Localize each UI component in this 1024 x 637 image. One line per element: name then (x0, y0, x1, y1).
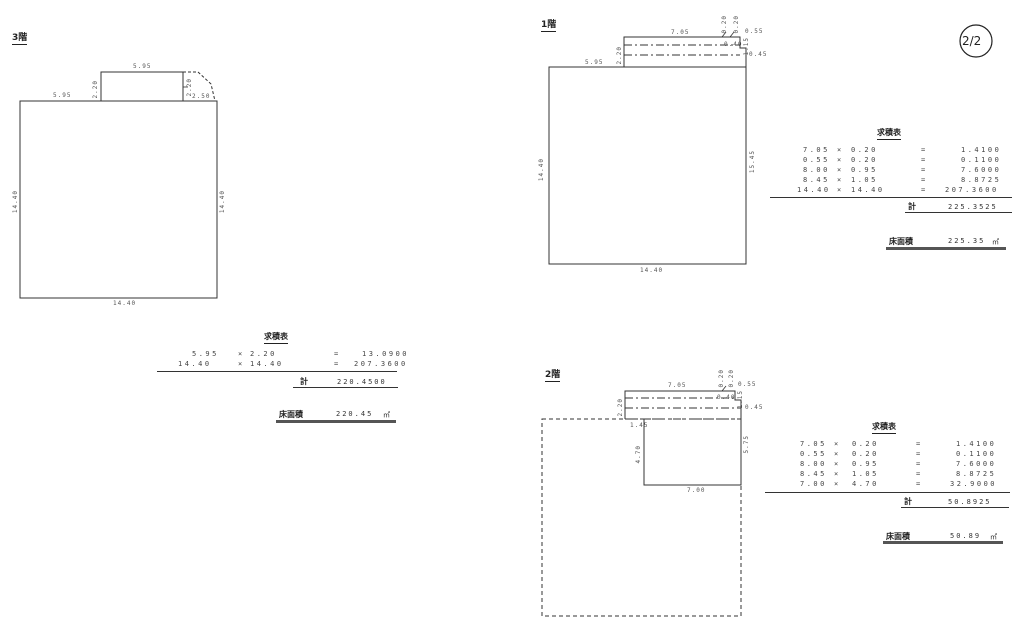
floor3-table-rule (157, 371, 397, 372)
floor3-total-rule (293, 387, 398, 388)
floor3-table-title: 求積表 (264, 331, 288, 344)
floor2-area-label: 床面積 (886, 532, 910, 541)
floor3-total-value: 220.4500 (337, 378, 387, 386)
floor3-dim-notch-top: 5.95 (133, 63, 152, 70)
floor1-total-rule (905, 212, 1012, 213)
floor1-dim-top-strip-h: 0.20 (721, 15, 728, 34)
floor3-area-unit: ㎡ (383, 411, 392, 419)
floor3-dim-bottom: 14.40 (113, 300, 137, 307)
floor3-dim-top-left: 5.95 (53, 92, 72, 99)
floor2-area-unit: ㎡ (990, 533, 999, 541)
floor1-dim-right-tab-h: 0.20 (733, 15, 740, 34)
floor2-total-value: 50.8925 (948, 498, 992, 506)
floor1-heading: 1階 (541, 17, 557, 32)
floor1-dim-top-left: 5.95 (585, 59, 604, 66)
floor2-dim-inner-w: 0.40 (717, 394, 736, 401)
floor3-area-rule (276, 420, 396, 423)
floor1-area-label: 床面積 (889, 237, 913, 246)
floor2-total-rule (901, 507, 1009, 508)
floor1-dim-top-strip-len: 7.05 (671, 29, 690, 36)
floor3-dim-left-side: 14.40 (12, 190, 19, 214)
page-number-circle (959, 24, 993, 58)
floor1-total-value: 225.3525 (948, 203, 998, 211)
floor3-dim-right-side: 14.40 (219, 190, 226, 214)
floor2-dim-right-tab-w: 0.55 (738, 381, 757, 388)
page-number: 2/2 (962, 34, 982, 48)
floor1-dim-right-step: 0.45 (749, 51, 768, 58)
floor1-area-unit: ㎡ (992, 238, 1001, 246)
floor2-dim-top-strip-len: 7.05 (668, 382, 687, 389)
floor3-area-label: 床面積 (279, 410, 303, 419)
floor3-dim-right-step: 2.50 (192, 93, 211, 100)
floor2-dim-right-tab-h: 0.20 (728, 369, 735, 388)
floor2-outline (541, 385, 742, 617)
floor3-total-label: 計 (300, 377, 308, 386)
floor2-heading: 2階 (545, 367, 561, 382)
floor1-dim-inner-w: 0.40 (724, 41, 743, 48)
floor1-area-rule (886, 247, 1006, 250)
floor2-dim-bottom: 7.00 (687, 487, 706, 494)
floor2-area-rule (883, 541, 1003, 544)
floor2-dim-right-small: 1.15 (737, 390, 744, 409)
floor1-area-value: 225.35 (948, 237, 986, 245)
floor2-dim-left-upper: 2.20 (617, 398, 624, 417)
floor3-heading: 3階 (12, 30, 28, 45)
floor1-dim-right-tab-w: 0.55 (745, 28, 764, 35)
floor2-total-label: 計 (904, 497, 912, 506)
floor1-table-title: 求積表 (877, 127, 901, 140)
floor1-outline (548, 31, 747, 265)
floor3-outline (19, 71, 218, 299)
floor3-area-value: 220.45 (336, 410, 374, 418)
floor2-dim-inner-height: 4.70 (635, 445, 642, 464)
floor2-table-title: 求積表 (872, 421, 896, 434)
floor2-dim-right-side: 5.75 (743, 435, 750, 454)
floor2-table-rule (765, 492, 1010, 493)
floor1-dim-right-side: 15.45 (749, 150, 756, 174)
floor1-total-label: 計 (908, 202, 916, 211)
floor2-dim-inner-left: 1.45 (630, 422, 649, 429)
floor2-dim-top-strip-h: 0.20 (718, 369, 725, 388)
floor1-dim-left-upper: 2.20 (616, 46, 623, 65)
floor1-dim-left-side: 14.40 (538, 158, 545, 182)
floor1-table-rule (770, 197, 1012, 198)
floor3-dim-notch-height-left: 2.20 (92, 80, 99, 99)
floor1-dim-bottom: 14.40 (640, 267, 664, 274)
floor2-area-value: 50.89 (950, 532, 982, 540)
floor2-dim-right-step: 0.45 (745, 404, 764, 411)
